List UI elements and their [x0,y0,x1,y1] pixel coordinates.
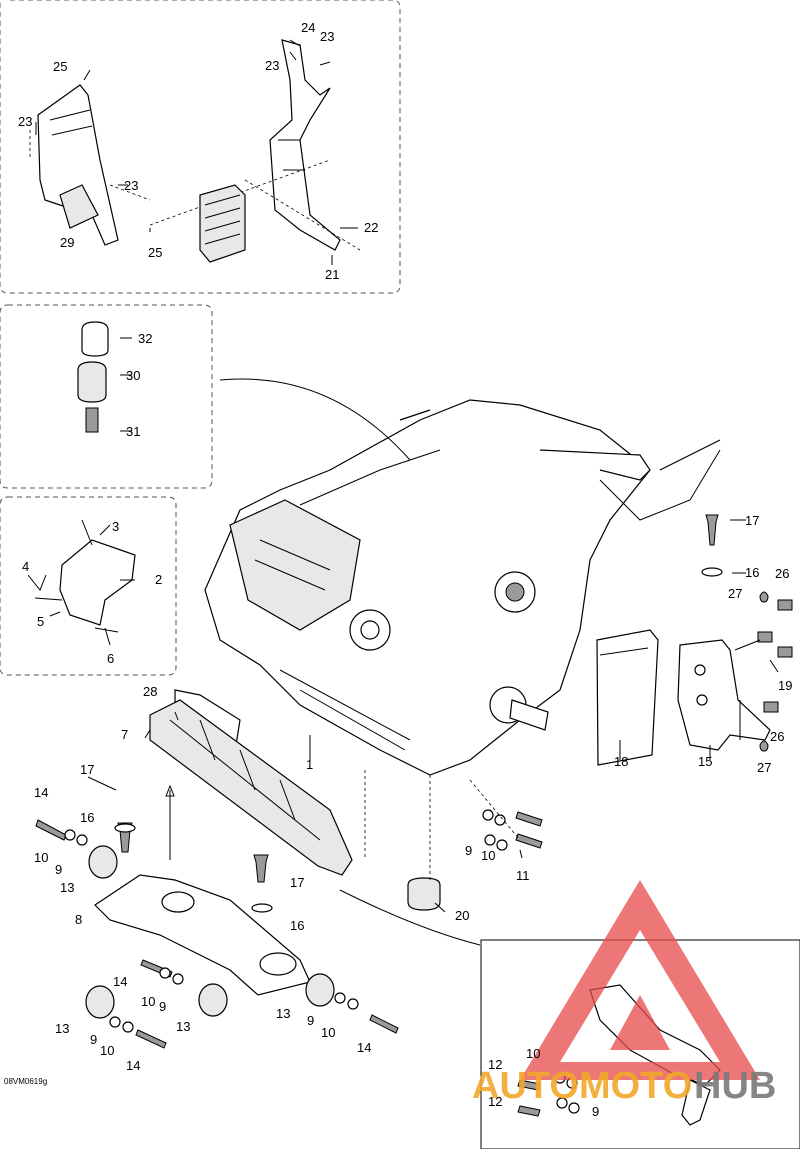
callout-25: 25 [148,245,162,260]
left-mount-bracket [29,84,151,246]
inset-box-bracket [0,0,401,294]
callout-18: 18 [614,754,628,769]
callout-27: 27 [728,586,742,601]
inset-box-damper [0,304,213,489]
callout-13: 13 [55,1021,69,1036]
side-mount-plate [596,629,659,766]
callout-14: 14 [113,974,127,989]
callout-10: 10 [526,1046,540,1061]
heat-shield [27,519,136,633]
callout-10: 10 [141,994,155,1009]
callout-12: 12 [488,1094,502,1109]
inset-box-shield [0,496,177,676]
callout-16: 16 [290,918,304,933]
callout-13: 13 [276,1006,290,1021]
rubber-mounts-13 [85,845,335,1019]
callout-11: 11 [516,868,530,883]
callout-23: 23 [18,114,32,129]
watermark-word-hub: HUB [694,1065,776,1107]
callout-labels: 25 23 23 29 25 24 23 23 22 21 32 30 31 3… [18,20,792,1119]
callout-10: 10 [481,848,495,863]
callout-10: 10 [100,1043,114,1058]
callout-13: 13 [176,1019,190,1034]
callout-25: 25 [53,59,67,74]
callout-12: 12 [488,1057,502,1072]
callout-32: 32 [138,331,152,346]
callout-26: 26 [770,729,784,744]
callout-20: 20 [455,908,469,923]
callout-9: 9 [159,999,166,1014]
callout-6: 6 [107,651,114,666]
callout-3: 3 [112,519,119,534]
callout-9: 9 [465,843,472,858]
callout-2: 2 [155,572,162,587]
callout-16: 16 [80,810,94,825]
damper-assembly [77,321,132,433]
callout-24: 24 [301,20,315,35]
callout-1: 1 [306,757,313,772]
callout-14: 14 [34,785,48,800]
side-bracket [677,639,771,751]
callout-9: 9 [592,1104,599,1119]
assembly-guide-lines [165,770,521,946]
callout-17: 17 [745,513,759,528]
callout-23: 23 [124,178,138,193]
callout-17: 17 [290,875,304,890]
callout-13: 13 [60,880,74,895]
fasteners-lower [35,809,543,1049]
bumper-20 [407,877,441,911]
callout-7: 7 [121,727,128,742]
watermark-text: AUTOMOTO HUB [472,1065,776,1107]
front-mount-rail-7 [149,699,353,876]
callout-8: 8 [75,912,82,927]
bolts-right [701,514,793,752]
callout-27: 27 [757,760,771,775]
callout-10: 10 [34,850,48,865]
callout-22: 22 [364,220,378,235]
callout-10: 10 [321,1025,335,1040]
callout-14: 14 [357,1040,371,1055]
callout-9: 9 [90,1032,97,1047]
callout-30: 30 [126,368,140,383]
rubber-mount-block [199,184,246,263]
callout-15: 15 [698,754,712,769]
callout-17: 17 [80,762,94,777]
callout-21: 21 [325,267,339,282]
callout-29: 29 [60,235,74,250]
watermark-word-automoto: AUTOMOTO [472,1065,692,1107]
callout-5: 5 [37,614,44,629]
callout-28: 28 [143,684,157,699]
callout-9: 9 [55,862,62,877]
callout-16: 16 [745,565,759,580]
callout-14: 14 [126,1058,140,1073]
drawing-code: 08VM0619g [4,1077,47,1086]
callout-31: 31 [126,424,140,439]
callout-4: 4 [22,559,29,574]
right-mount-bracket [149,39,361,251]
callout-23: 23 [320,29,334,44]
callout-19: 19 [778,678,792,693]
engine-assembly [204,378,721,776]
inset-box-detail-right [480,939,800,1149]
callout-9: 9 [307,1013,314,1028]
watermark-logo [520,880,760,1080]
callout-26: 26 [775,566,789,581]
callout-leaders [35,39,779,913]
callout-23: 23 [265,58,279,73]
